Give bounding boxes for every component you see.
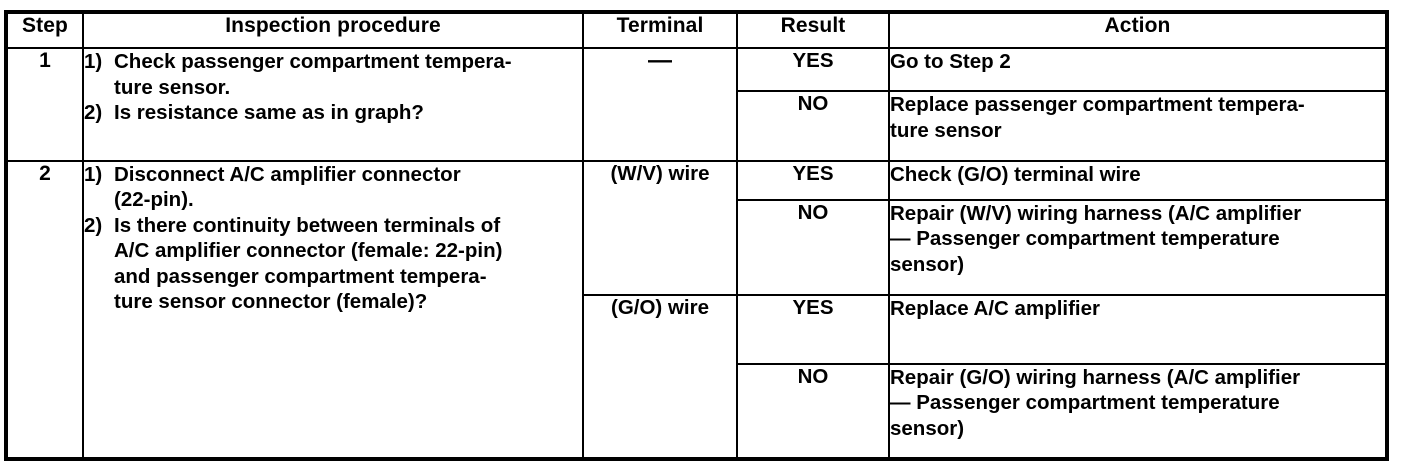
column-header-terminal: Terminal bbox=[582, 11, 738, 49]
inspection-procedure-cell: 1) Disconnect A/C amplifier connector (2… bbox=[82, 159, 584, 461]
procedure-item-text: Disconnect A/C amplifier connector (22-p… bbox=[114, 162, 461, 212]
result-value: YES bbox=[738, 49, 888, 91]
procedure-item: 1) Check passenger compartment tempera- … bbox=[84, 49, 582, 100]
terminal-label: — bbox=[648, 47, 672, 74]
procedure-item: 1) Disconnect A/C amplifier connector (2… bbox=[84, 162, 582, 213]
procedure-item-text: Check passenger compartment tempera- tur… bbox=[114, 50, 512, 99]
action-text: Go to Step 2 bbox=[890, 49, 1385, 91]
step-number: 2 bbox=[5, 159, 84, 461]
terminal-cell: — bbox=[582, 47, 738, 162]
column-header-result: Result bbox=[736, 11, 890, 49]
inspection-procedure-cell: 1) Check passenger compartment tempera- … bbox=[82, 47, 584, 162]
result-subtable: YES NO YES NO bbox=[738, 161, 888, 457]
action-cell-group: Check (G/O) terminal wire Repair (W/V) w… bbox=[888, 159, 1388, 461]
action-text: Check (G/O) terminal wire bbox=[890, 161, 1385, 200]
procedure-item-marker: 2) bbox=[84, 213, 103, 237]
table-row: 2 1) Disconnect A/C amplifier connector … bbox=[5, 159, 1388, 461]
diagnostic-procedure-table: Step Inspection procedure Terminal Resul… bbox=[4, 10, 1389, 461]
terminal-label: (W/V) wire bbox=[584, 161, 736, 295]
result-value: NO bbox=[738, 362, 888, 457]
terminal-subtable: (W/V) wire (G/O) wire bbox=[584, 161, 736, 457]
column-header-procedure: Inspection procedure bbox=[82, 11, 584, 49]
result-value: NO bbox=[738, 198, 888, 295]
action-subtable: Go to Step 2 Replace passenger compartme… bbox=[890, 49, 1385, 160]
terminal-label: (G/O) wire bbox=[584, 293, 736, 457]
procedure-item-text: Is there continuity between terminals of… bbox=[114, 213, 503, 314]
action-text: Repair (G/O) wiring harness (A/C amplifi… bbox=[890, 362, 1385, 457]
action-subtable: Check (G/O) terminal wire Repair (W/V) w… bbox=[890, 161, 1385, 457]
procedure-item-marker: 1) bbox=[84, 162, 103, 186]
table-header-row: Step Inspection procedure Terminal Resul… bbox=[5, 11, 1388, 49]
result-cell-group: YES NO YES NO bbox=[736, 159, 890, 461]
action-cell-group: Go to Step 2 Replace passenger compartme… bbox=[888, 47, 1388, 162]
procedure-item-marker: 1) bbox=[84, 50, 103, 73]
result-subtable: YES NO bbox=[738, 49, 888, 160]
step-number: 1 bbox=[5, 47, 84, 162]
procedure-item-text: Is resistance same as in graph? bbox=[114, 101, 424, 124]
procedure-item: 2) Is there continuity between terminals… bbox=[84, 213, 582, 315]
action-text: Repair (W/V) wiring harness (A/C amplifi… bbox=[890, 198, 1385, 295]
terminal-cell-group: (W/V) wire (G/O) wire bbox=[582, 159, 738, 461]
table-row: 1 1) Check passenger compartment tempera… bbox=[5, 47, 1388, 162]
action-text: Replace passenger compartment tempera- t… bbox=[890, 90, 1385, 160]
procedure-item: 2) Is resistance same as in graph? bbox=[84, 100, 582, 126]
column-header-step: Step bbox=[5, 11, 84, 49]
column-header-action: Action bbox=[888, 11, 1388, 49]
result-value: YES bbox=[738, 293, 888, 364]
result-cell-group: YES NO bbox=[736, 47, 890, 162]
action-text: Replace A/C amplifier bbox=[890, 293, 1385, 364]
procedure-item-marker: 2) bbox=[84, 101, 103, 124]
result-value: NO bbox=[738, 90, 888, 160]
result-value: YES bbox=[738, 161, 888, 200]
